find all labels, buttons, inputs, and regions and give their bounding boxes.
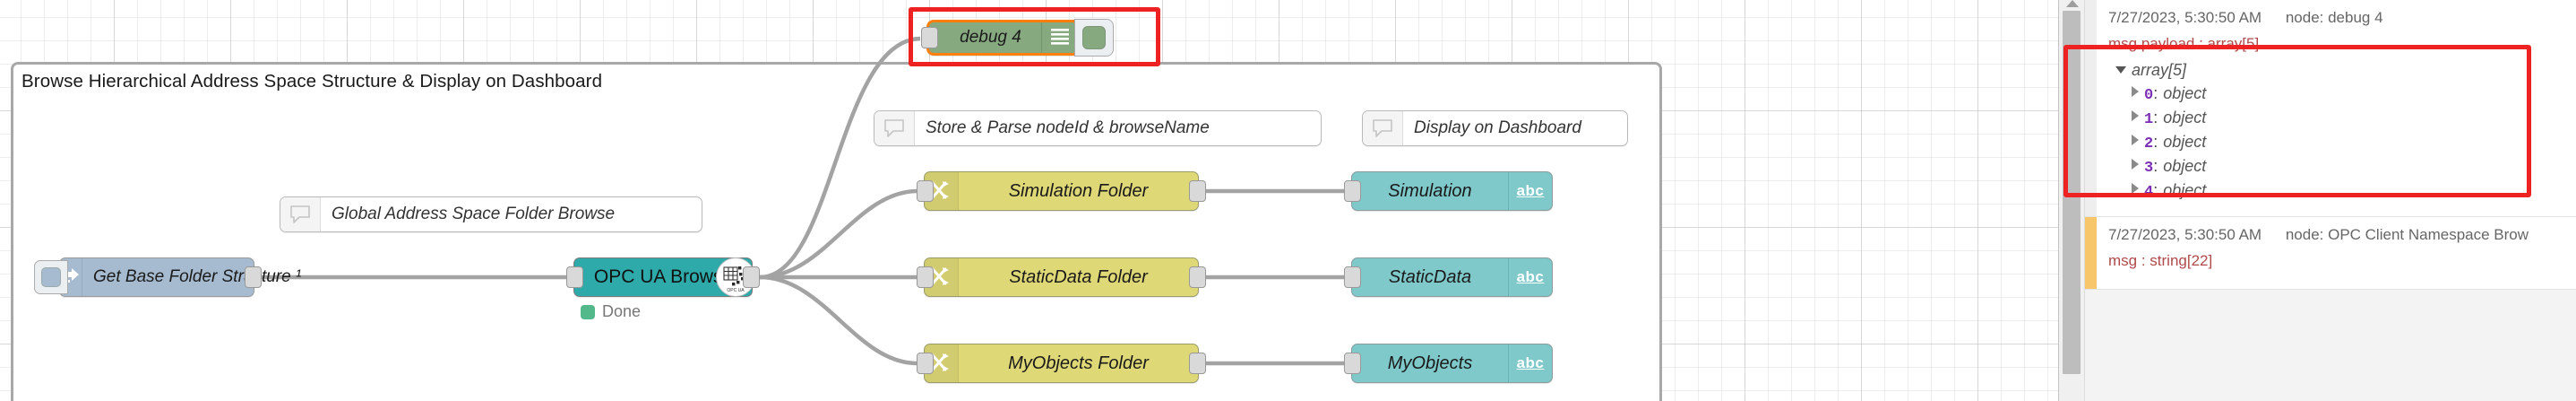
message-timestamp: 7/27/2023, 5:30:50 AM <box>2108 9 2262 26</box>
flow-canvas[interactable]: Browse Hierarchical Address Space Struct… <box>0 0 2058 401</box>
caret-right-icon[interactable] <box>2132 135 2139 145</box>
input-port[interactable] <box>917 353 934 374</box>
comment-bubble-icon <box>280 197 321 231</box>
comment-bubble-icon <box>1363 111 1403 145</box>
node-debug-4[interactable]: debug 4 <box>921 19 1114 57</box>
input-port[interactable] <box>921 27 938 48</box>
input-port[interactable] <box>566 266 583 288</box>
node-comment-global-address-space-folder-browse[interactable]: Global Address Space Folder Browse <box>280 196 702 232</box>
output-port[interactable] <box>1189 180 1206 202</box>
scrollbar-thumb[interactable] <box>2063 11 2081 374</box>
output-port[interactable] <box>1189 266 1206 288</box>
input-port[interactable] <box>1344 180 1361 202</box>
debug-enable-toggle-button[interactable] <box>1074 19 1114 57</box>
message-header: 7/27/2023, 5:30:50 AM node: OPC Client N… <box>2108 226 2576 244</box>
caret-right-icon[interactable] <box>2132 159 2139 170</box>
node-label: MyObjects Folder <box>1008 353 1149 373</box>
node-label: Store & Parse nodeId & browseName <box>926 118 1210 137</box>
message-source-node: node: debug 4 <box>2285 9 2383 26</box>
tree-item-row[interactable]: 3:object <box>2132 157 2576 177</box>
tree-item-index: 2 <box>2144 135 2154 153</box>
tree-item-row[interactable]: 2:object <box>2132 133 2576 153</box>
tree-item-row[interactable]: 4:object <box>2132 181 2576 201</box>
debug-sidebar-panel[interactable]: 7/27/2023, 5:30:50 AM node: debug 4 msg.… <box>2058 0 2576 401</box>
node-ui-text-simulation[interactable]: Simulation abc <box>1344 171 1553 211</box>
node-ui-text-staticdata[interactable]: StaticData abc <box>1344 257 1553 297</box>
caret-right-icon[interactable] <box>2132 86 2139 97</box>
abc-text-icon: abc <box>1508 344 1552 382</box>
output-port[interactable] <box>1189 353 1206 374</box>
svg-text:OPC UA: OPC UA <box>727 288 745 293</box>
tree-item-index: 1 <box>2144 111 2154 128</box>
status-label: Done <box>602 302 642 320</box>
node-label: Global Address Space Folder Browse <box>332 205 616 223</box>
input-port[interactable] <box>1344 266 1361 288</box>
tree-item-type: object <box>2163 157 2207 175</box>
input-port[interactable] <box>917 180 934 202</box>
input-port[interactable] <box>917 266 934 288</box>
node-opc-ua-browser[interactable]: OPC UA Browser <box>566 257 760 297</box>
node-ui-text-myobjects[interactable]: MyObjects abc <box>1344 344 1553 383</box>
node-label: Simulation <box>1388 180 1472 201</box>
inject-button-pad-icon <box>41 267 61 287</box>
tree-item-type: object <box>2163 109 2207 126</box>
tree-item-index: 3 <box>2144 160 2154 177</box>
node-label: debug 4 <box>960 28 1021 47</box>
debug-message[interactable]: 7/27/2023, 5:30:50 AM node: debug 4 msg.… <box>2085 0 2576 217</box>
node-label: StaticData Folder <box>1009 266 1148 287</box>
node-function-myobjects-folder[interactable]: MyObjects Folder <box>917 344 1206 383</box>
message-stripe <box>2085 0 2097 216</box>
node-label: Simulation Folder <box>1008 180 1149 201</box>
tree-root-row[interactable]: array[5] <box>2115 61 2576 80</box>
inject-trigger-button[interactable] <box>34 260 68 294</box>
tree-item-row[interactable]: 1:object <box>2132 109 2576 128</box>
debug-toggle-pad-icon <box>1082 26 1106 49</box>
tree-item-type: object <box>2163 181 2207 199</box>
tree-item-row[interactable]: 0:object <box>2132 84 2576 104</box>
tree-item-type: object <box>2163 84 2207 102</box>
node-comment-display-on-dashboard[interactable]: Display on Dashboard <box>1362 110 1628 146</box>
scroll-up-arrow-icon[interactable] <box>2066 0 2079 7</box>
node-label: Display on Dashboard <box>1414 118 1581 137</box>
message-source-node: node: OPC Client Namespace Brow <box>2285 226 2529 243</box>
abc-glyph: abc <box>1516 354 1545 371</box>
node-inject-get-base-folder-structure[interactable]: Get Base Folder Structure ¹ <box>34 257 301 297</box>
debug-lines-icon <box>1041 22 1078 53</box>
abc-text-icon: abc <box>1508 258 1552 296</box>
tree-item-type: object <box>2163 133 2207 151</box>
message-timestamp: 7/27/2023, 5:30:50 AM <box>2108 226 2262 243</box>
caret-right-icon[interactable] <box>2132 110 2139 121</box>
node-function-staticdata-folder[interactable]: StaticData Folder <box>917 257 1206 297</box>
abc-text-icon: abc <box>1508 172 1552 210</box>
node-label: OPC UA Browser <box>593 266 740 287</box>
debug-message[interactable]: 7/27/2023, 5:30:50 AM node: OPC Client N… <box>2085 217 2576 290</box>
tree-root-label: array[5] <box>2132 61 2187 79</box>
output-port[interactable] <box>743 266 760 288</box>
caret-right-icon[interactable] <box>2132 183 2139 194</box>
node-status-done: Done <box>581 302 641 321</box>
tree-item-index: 0 <box>2144 87 2154 104</box>
node-label: MyObjects <box>1387 353 1473 373</box>
message-header: 7/27/2023, 5:30:50 AM node: debug 4 <box>2108 9 2576 27</box>
flow-group-title: Browse Hierarchical Address Space Struct… <box>22 71 603 92</box>
message-property-type: msg.payload : array[5] <box>2108 35 2260 52</box>
caret-down-icon[interactable] <box>2115 66 2126 74</box>
debug-message-list[interactable]: 7/27/2023, 5:30:50 AM node: debug 4 msg.… <box>2085 0 2576 401</box>
message-stripe <box>2085 217 2097 289</box>
node-label: StaticData <box>1388 266 1472 287</box>
sidebar-scrollbar[interactable] <box>2059 0 2085 401</box>
node-label: Get Base Folder Structure ¹ <box>93 267 302 286</box>
abc-glyph: abc <box>1516 268 1545 285</box>
input-port[interactable] <box>1344 353 1361 374</box>
abc-glyph: abc <box>1516 182 1545 199</box>
message-property-type: msg : string[22] <box>2108 252 2213 269</box>
node-comment-store-parse-nodeid-browsename[interactable]: Store & Parse nodeId & browseName <box>874 110 1322 146</box>
output-port[interactable] <box>245 266 262 288</box>
node-function-simulation-folder[interactable]: Simulation Folder <box>917 171 1206 211</box>
status-dot-icon <box>581 304 595 319</box>
tree-item-index: 4 <box>2144 184 2154 201</box>
comment-bubble-icon <box>874 111 915 145</box>
